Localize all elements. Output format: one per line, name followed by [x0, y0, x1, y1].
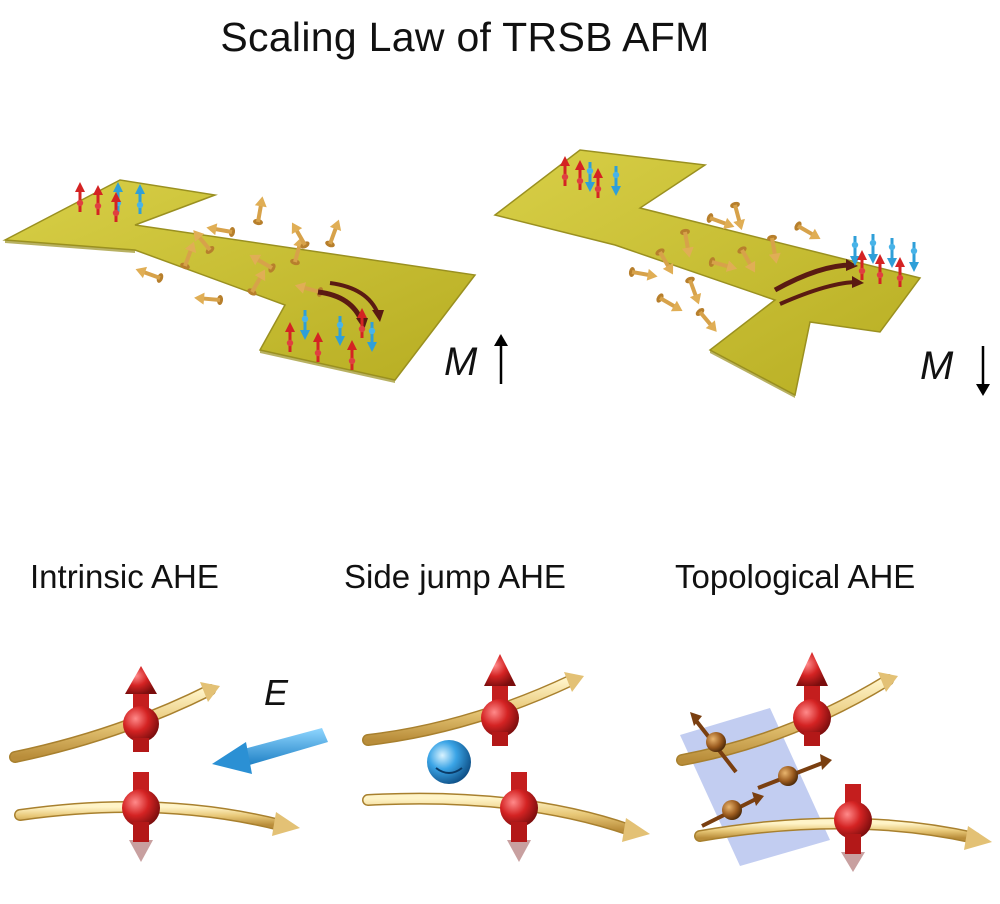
side-jump-ahe-illustration: [362, 654, 650, 862]
spin-down-red-icon: [834, 784, 872, 872]
spin-down-red-icon: [500, 772, 538, 862]
spin-blue-icon: [885, 236, 899, 270]
left-hall-bar-device: [2, 179, 477, 383]
magnetization-up-arrow-icon: [494, 334, 508, 384]
spin-blue-icon: [866, 232, 880, 266]
topological-ahe-illustration: [676, 652, 992, 872]
left-film: [2, 179, 477, 381]
trajectory-tube: [677, 675, 893, 765]
electric-field-arrow-icon: [212, 728, 328, 774]
spin-up-red-icon: [123, 666, 159, 752]
spin-blue-icon: [907, 240, 921, 274]
magnetization-up-label: M: [444, 340, 478, 384]
impurity-sphere-icon: [427, 740, 471, 784]
topological-ahe-label: Topological AHE: [675, 558, 916, 595]
skyrmion-moment-icon: [690, 712, 738, 774]
magnetization-down-arrow-icon: [976, 346, 990, 396]
skyrmion-moment-icon: [757, 754, 832, 790]
page-title: Scaling Law of TRSB AFM: [220, 14, 710, 60]
trajectory-tube: [363, 675, 577, 745]
spin-down-red-icon: [122, 772, 160, 862]
electric-field-label: E: [264, 672, 289, 713]
right-hall-bar-device: [493, 149, 922, 398]
magnetization-down-label: M: [920, 344, 954, 388]
intrinsic-ahe-illustration: [9, 666, 328, 862]
side-jump-ahe-label: Side jump AHE: [344, 558, 566, 595]
intrinsic-ahe-label: Intrinsic AHE: [30, 558, 219, 595]
trajectory-tube: [10, 685, 215, 762]
right-film: [493, 149, 922, 397]
spin-up-red-icon: [481, 654, 519, 746]
spin-up-red-icon: [793, 652, 831, 746]
skyrmion-moment-icon: [701, 792, 764, 828]
